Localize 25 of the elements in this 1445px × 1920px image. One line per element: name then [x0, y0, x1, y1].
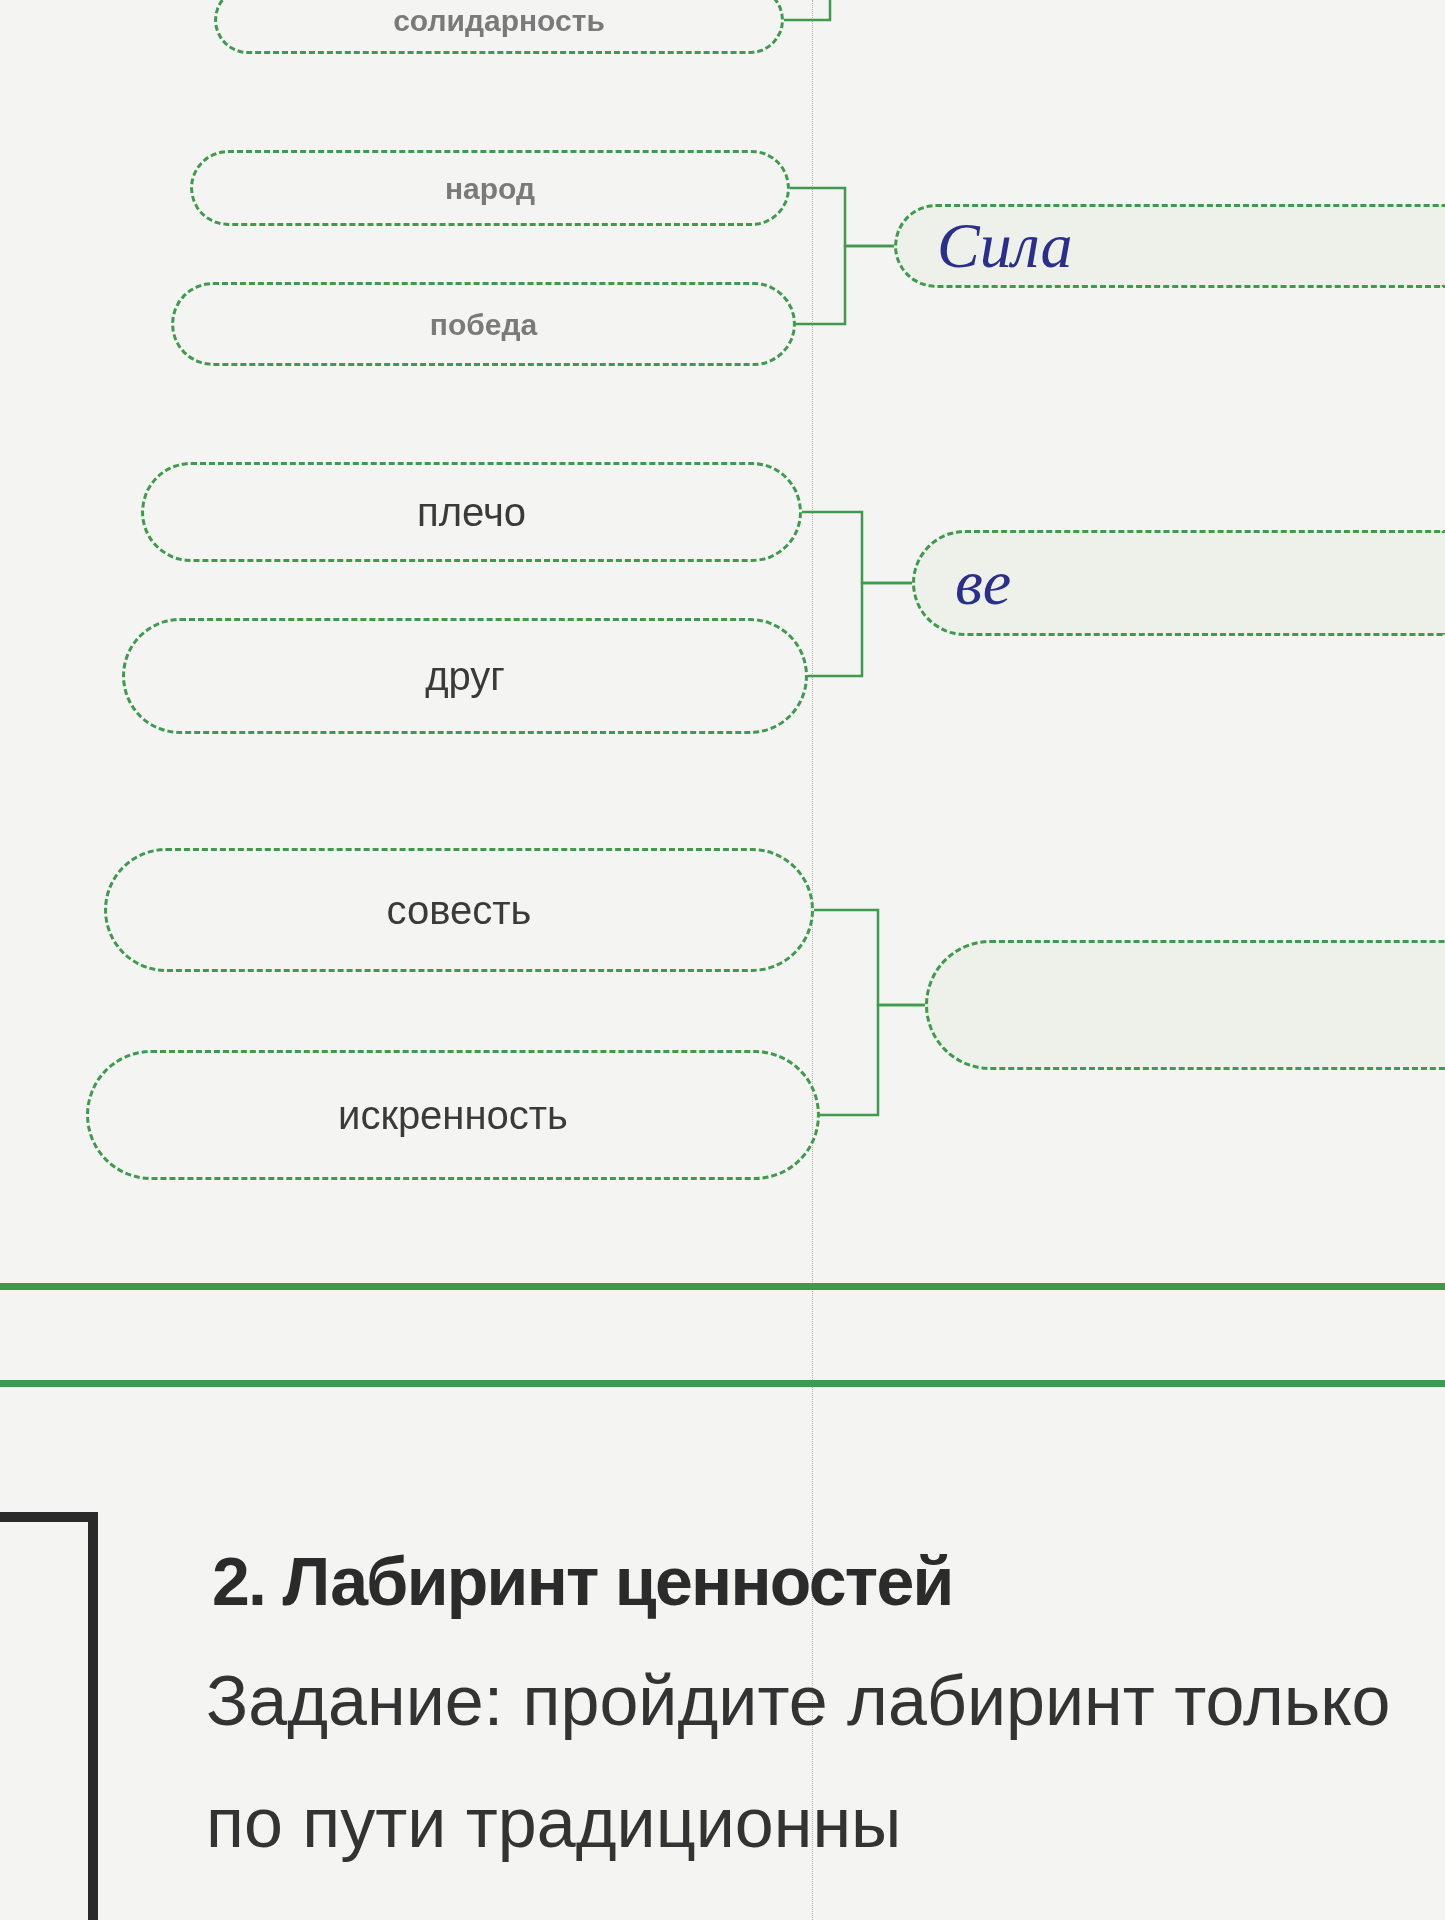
- word-box: [104, 848, 814, 972]
- word-box: [86, 1050, 820, 1180]
- word-label: плечо: [417, 489, 526, 536]
- answer-field: [912, 530, 1445, 636]
- task-text: Задание: пройдите лабиринт только по пути традиционны: [206, 1661, 1392, 1864]
- word-box: [214, 0, 784, 54]
- word-box: [171, 282, 796, 366]
- handwritten-answer: Сила: [937, 214, 1073, 278]
- bracket-connector: [784, 0, 832, 22]
- bracket-connector: [808, 581, 912, 678]
- answer-field: [925, 940, 1445, 1070]
- word-label: солидарность: [393, 2, 605, 39]
- word-box: [190, 150, 790, 226]
- handwritten-answer: ве: [955, 551, 1012, 615]
- section-heading: 2. Лабиринт ценностей: [212, 1542, 953, 1621]
- word-label: совесть: [386, 887, 532, 934]
- word-label: искренность: [338, 1092, 568, 1139]
- bracket-connector: [796, 244, 894, 326]
- word-box: [122, 618, 808, 734]
- word-box: [141, 462, 802, 562]
- bracket-connector: [820, 1003, 925, 1117]
- word-label: друг: [425, 653, 505, 700]
- answer-field: [894, 204, 1445, 288]
- word-label: народ: [444, 170, 536, 207]
- word-label: победа: [429, 306, 538, 343]
